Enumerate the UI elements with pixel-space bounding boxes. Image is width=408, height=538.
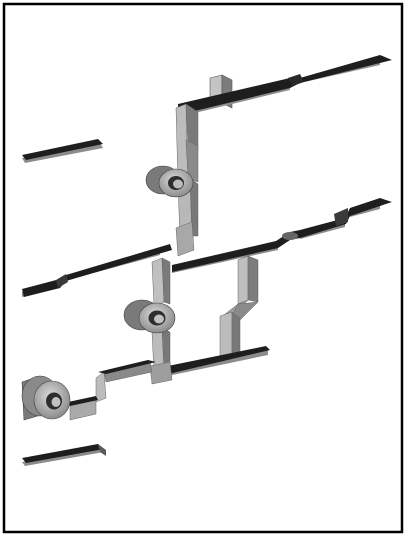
middle-left-strip — [22, 244, 172, 297]
lower-left-ring-junction — [21, 375, 71, 421]
upper-loose-strip — [22, 139, 103, 163]
middle-stepped-riser — [219, 255, 259, 365]
lower-left-strip — [68, 360, 156, 421]
middle-ring-junction — [123, 299, 176, 334]
lower-horizontal-strip — [149, 346, 270, 385]
figure-frame — [2, 2, 404, 534]
upper-ring-junction — [145, 165, 194, 198]
middle-right-strip — [172, 198, 392, 273]
upper-branch-strip — [178, 55, 392, 117]
bottom-loose-strip — [22, 444, 106, 466]
